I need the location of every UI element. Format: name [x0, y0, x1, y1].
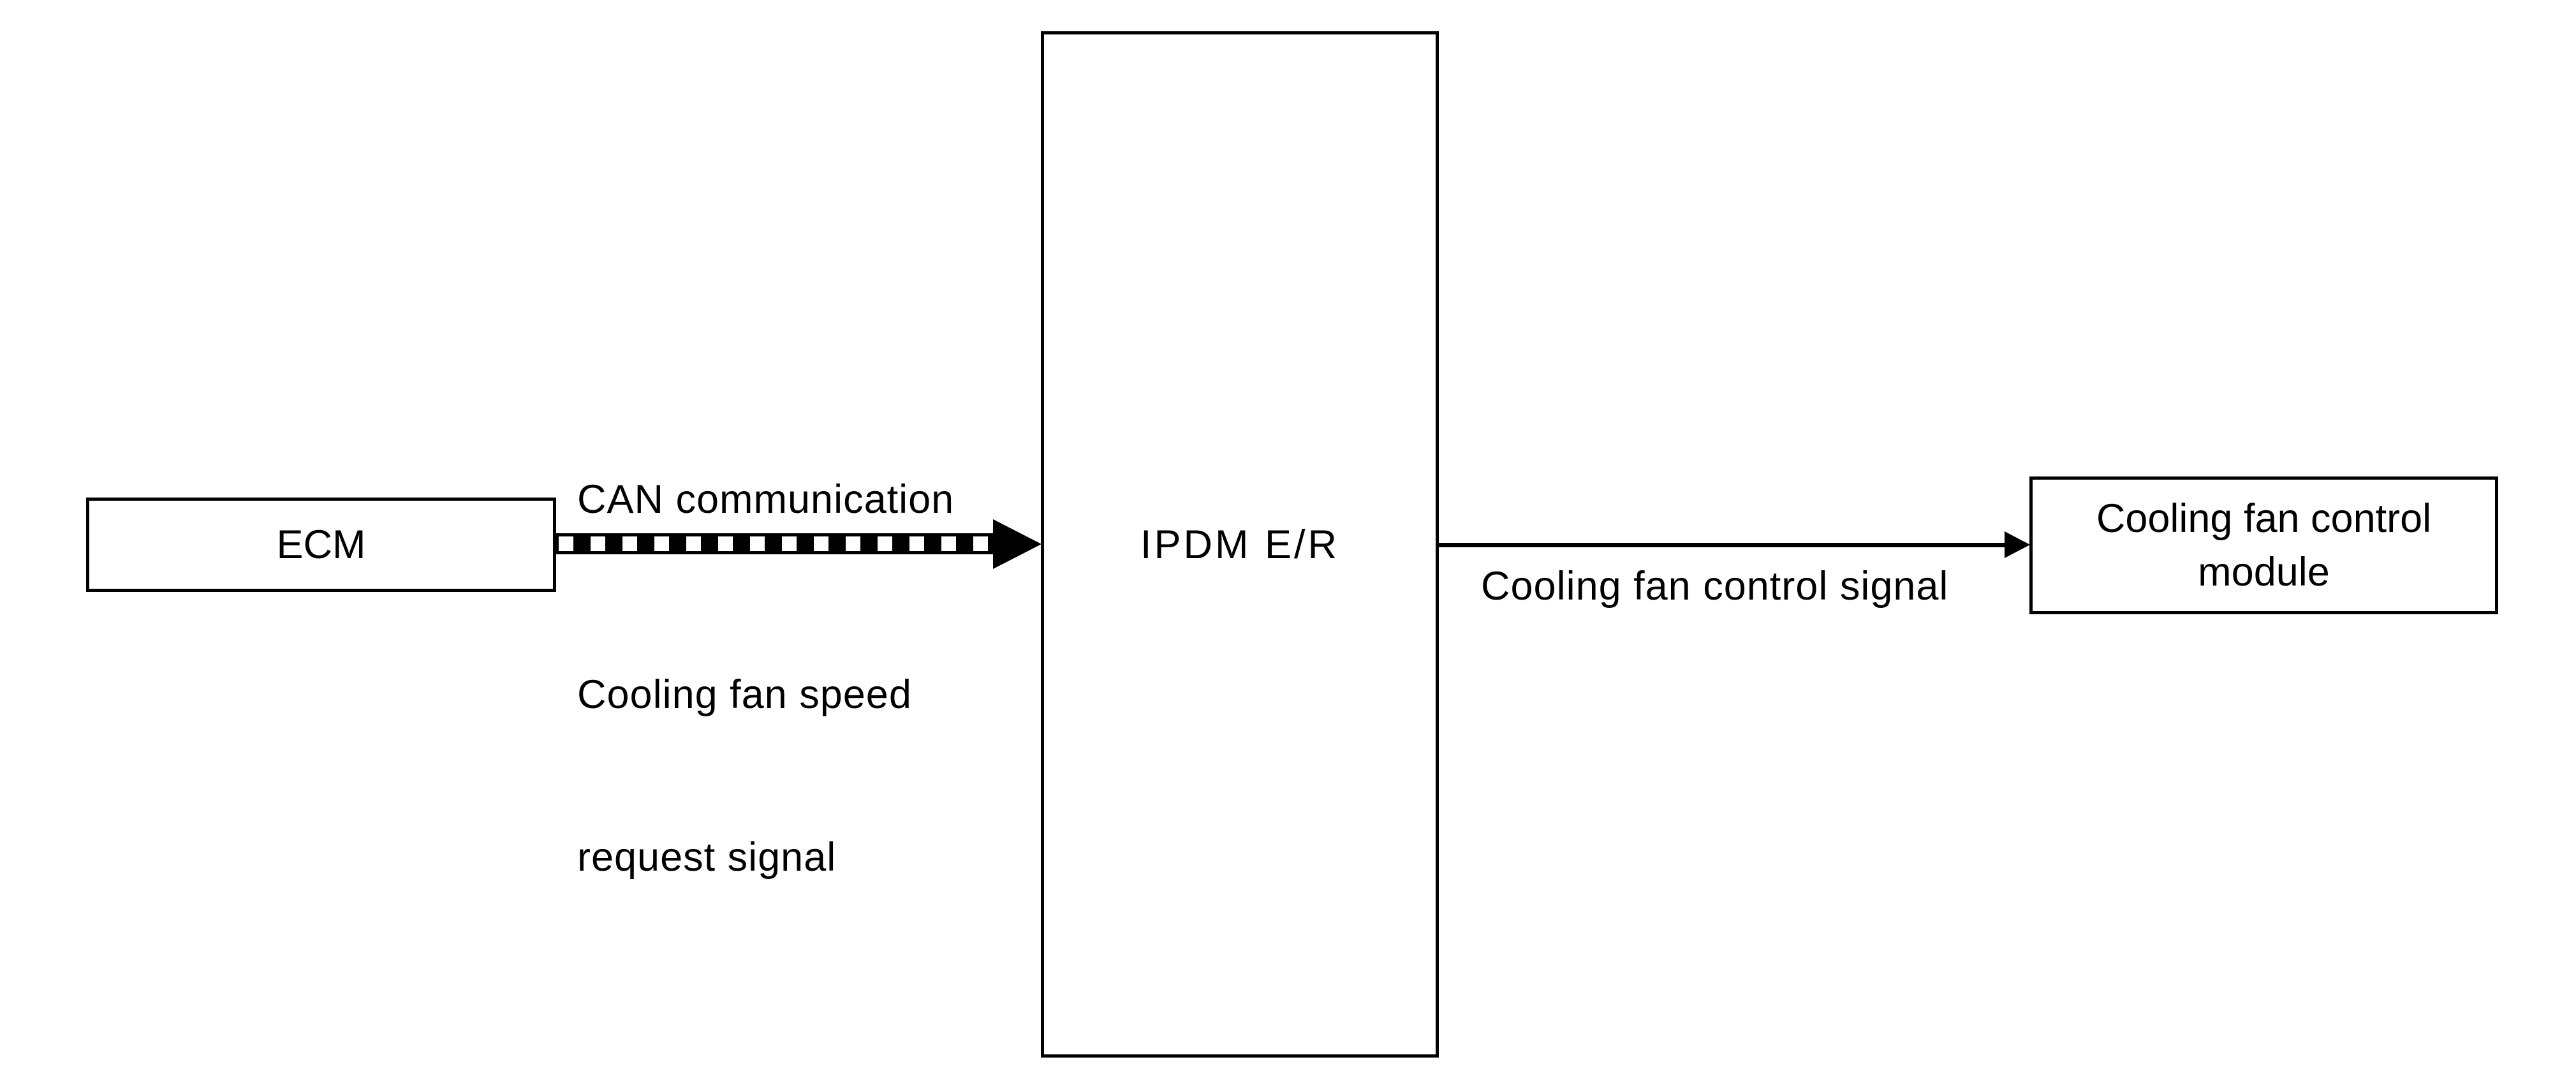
node-ipdm-er-label: IPDM E/R [1140, 522, 1340, 567]
node-cooling-fan-control-module-label-line2: module [2198, 550, 2330, 594]
node-ecm-label: ECM [276, 522, 366, 567]
can-communication-arrowhead-icon [993, 519, 1041, 569]
cooling-fan-control-signal-label: Cooling fan control signal [1481, 564, 1949, 609]
node-cooling-fan-control-module: Cooling fan control module [2029, 476, 2498, 614]
cooling-fan-control-arrowhead-icon [2005, 531, 2030, 558]
cooling-fan-control-arrow-shaft [1439, 543, 2013, 547]
cooling-fan-speed-request-label-line2: request signal [577, 835, 837, 880]
can-communication-arrow-checker-pattern [559, 536, 994, 551]
node-cooling-fan-control-module-label-line1: Cooling fan control [2096, 496, 2432, 541]
can-communication-arrow-shaft [556, 533, 994, 554]
cooling-fan-speed-request-label: Cooling fan speed request signal [577, 559, 912, 993]
node-ecm: ECM [86, 498, 556, 592]
can-communication-label: CAN communication [577, 477, 955, 522]
cooling-fan-speed-request-label-line1: Cooling fan speed [577, 672, 912, 717]
node-ipdm-er: IPDM E/R [1041, 31, 1439, 1058]
